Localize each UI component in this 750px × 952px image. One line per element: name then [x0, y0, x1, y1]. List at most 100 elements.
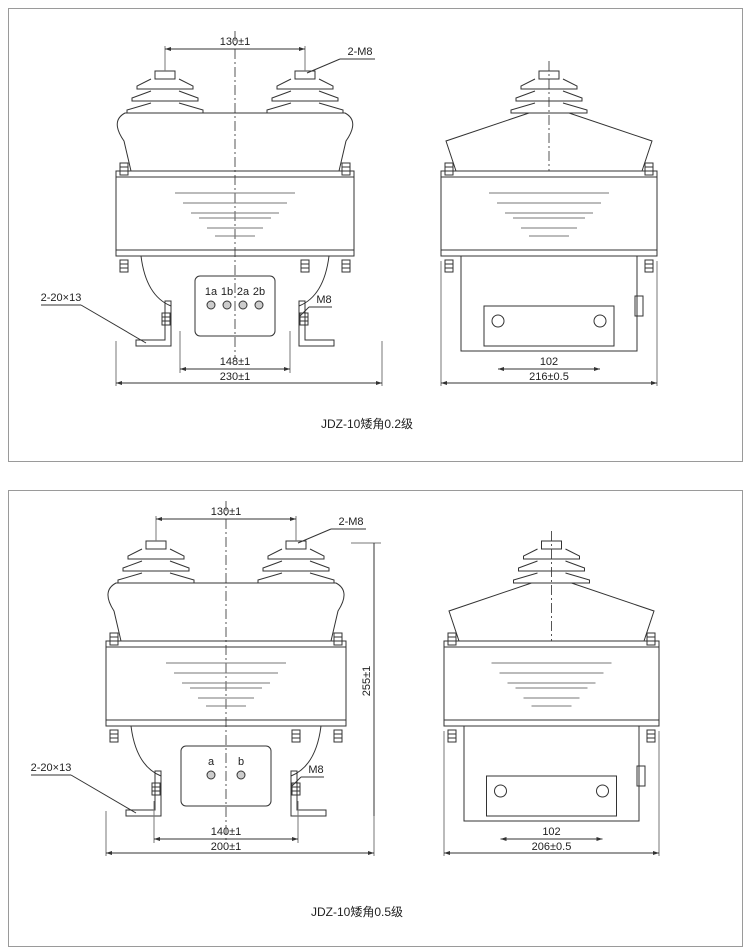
insulator-right-shed [266, 102, 344, 114]
mounting-foot [125, 770, 327, 817]
overall-width-label: 230±1 [220, 371, 251, 383]
nut-label: M8 [308, 764, 323, 776]
insulator-left-shed [122, 560, 190, 572]
bolt-icon [644, 259, 654, 273]
bolt-icon [300, 259, 310, 273]
side-spacing-label: 102 [542, 826, 560, 838]
ground-lug [636, 765, 646, 787]
leader [290, 776, 302, 788]
leader [297, 528, 332, 544]
bolt-icon [646, 729, 656, 743]
top-spacing-label: 130±1 [220, 36, 251, 48]
insulator-right-shed [257, 572, 335, 584]
bolt-hole-icon [596, 784, 609, 798]
nut-label: M8 [316, 294, 331, 306]
bolt-icon [161, 312, 171, 326]
core-band [105, 719, 347, 727]
bolt-icon [644, 162, 654, 176]
bolt-icon [333, 632, 343, 646]
base-side [463, 725, 640, 822]
bolt-icon [151, 782, 161, 796]
bolt-hole-icon [491, 314, 505, 328]
terminal-screw-icon [222, 300, 232, 310]
insulator-left-shed [126, 102, 204, 114]
bolt-icon [341, 162, 351, 176]
insulator-left-shed [131, 90, 199, 102]
ground-lug [634, 295, 644, 317]
bolt-icon [444, 162, 454, 176]
base-side [460, 255, 638, 352]
insulator-right-cap [285, 540, 307, 550]
terminal-screw-icon [238, 300, 248, 310]
terminal-screw-icon [206, 300, 216, 310]
slot-label: 2-20×13 [31, 762, 72, 774]
leader [70, 774, 137, 814]
drawing-panel-0.5: a b 130±1 2-M8 2-20×13 M8 140±1 200±1 255±1 102 20… [8, 490, 743, 947]
transformer-drawing: a b 130±1 2-M8 2-20×13 M8 140±1 200±1 255±1 102 20… [31, 501, 660, 856]
terminal-label: b [238, 756, 244, 768]
bolt-icon [109, 632, 119, 646]
insulator-right-cap [294, 70, 316, 80]
leader [298, 306, 310, 318]
bolt-hole-icon [494, 784, 507, 798]
core-band [440, 170, 658, 178]
slot-label: 2-20×13 [41, 292, 82, 304]
foot-plate-side [483, 305, 615, 347]
insulator-side-cap [538, 70, 560, 80]
insulator-side-shed [518, 560, 585, 572]
terminal-screw-icon [206, 770, 216, 780]
height-label: 255±1 [361, 666, 373, 697]
top-spacing-label: 130±1 [211, 506, 242, 518]
bolt-label: 2-M8 [347, 46, 372, 58]
bolt-hole-icon [593, 314, 607, 328]
insulator-side-shed [523, 548, 580, 560]
foot-spacing-label: 140±1 [211, 826, 242, 838]
terminal-box [194, 275, 276, 337]
foot-plate-side [486, 775, 617, 817]
insulator-left-shed [136, 78, 194, 90]
side-width-label: 216±0.5 [529, 371, 569, 383]
insulator-left-cap [154, 70, 176, 80]
insulator-side-cap [541, 540, 562, 550]
caption: JDZ-10矮角0.5级 [311, 905, 404, 919]
insulator-side-shed [520, 78, 578, 90]
bolt-icon [291, 729, 301, 743]
bolt-icon [447, 632, 457, 646]
bolt-icon [341, 259, 351, 273]
bolt-icon [119, 259, 129, 273]
terminal-screw-icon [236, 770, 246, 780]
terminal-screw-icon [254, 300, 264, 310]
insulator-left-cap [145, 540, 167, 550]
overall-width-label: 200±1 [211, 841, 242, 853]
core-band [440, 249, 658, 257]
bolt-icon [447, 729, 457, 743]
insulator-left-shed [117, 572, 195, 584]
terminal-label: a [208, 756, 215, 768]
insulator-right-shed [262, 560, 330, 572]
terminal-box [180, 745, 272, 807]
side-width-label: 206±0.5 [532, 841, 572, 853]
terminal-label: 1a [205, 286, 218, 298]
side-spacing-label: 102 [540, 356, 558, 368]
core-band [115, 249, 355, 257]
leader [80, 304, 147, 344]
bolt-label: 2-M8 [338, 516, 363, 528]
terminal-label: 2b [253, 286, 265, 298]
bolt-icon [299, 312, 309, 326]
insulator-side-shed [515, 90, 583, 102]
mounting-foot [135, 300, 335, 347]
core-band [443, 719, 660, 727]
foot-spacing-label: 148±1 [220, 356, 251, 368]
bolt-icon [646, 632, 656, 646]
bolt-icon [291, 782, 301, 796]
insulator-right-shed [271, 90, 339, 102]
bolt-icon [119, 162, 129, 176]
caption: JDZ-10矮角0.2级 [321, 417, 414, 431]
core-band [115, 170, 355, 178]
core-band [105, 640, 347, 648]
insulator-right-shed [267, 548, 325, 560]
leader [306, 58, 341, 74]
terminal-label: 2a [237, 286, 250, 298]
